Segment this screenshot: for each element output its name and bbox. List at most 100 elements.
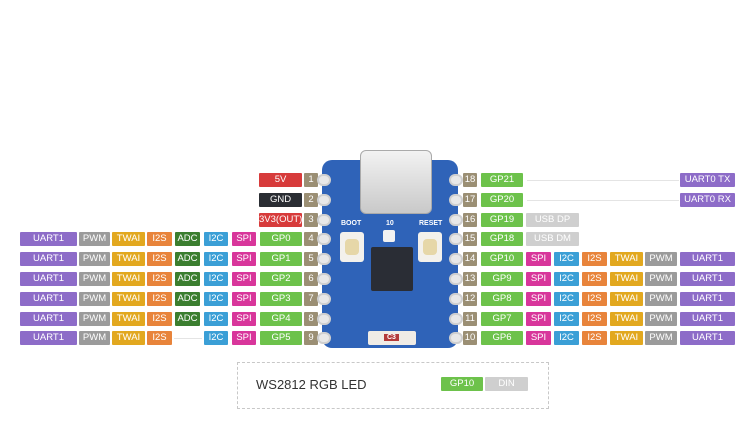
func-tag-i2s: I2S: [147, 252, 172, 267]
led-number-label: 10: [386, 220, 394, 227]
gpio-tag: GP1: [260, 252, 302, 267]
pin-pad: [449, 253, 463, 266]
pin-pad: [449, 312, 463, 325]
func-tag-pwm: PWM: [79, 311, 110, 326]
usb-c-connector: [360, 150, 432, 214]
pin-number: 18: [463, 173, 477, 187]
func-tag-uart1: UART1: [20, 331, 77, 346]
func-tag-pwm: PWM: [645, 311, 677, 326]
func-tag-spi: SPI: [232, 252, 256, 267]
pin-number: 6: [304, 272, 318, 286]
func-tag-uart1: UART1: [20, 311, 77, 326]
boot-label: BOOT: [341, 220, 362, 227]
gpio-tag: GP8: [481, 291, 523, 306]
gpio-tag: GP6: [481, 331, 523, 346]
power-tag-3v3(out): 3V3(OUT): [259, 212, 303, 227]
func-tag-uart1: UART1: [680, 331, 735, 346]
func-tag-adc: ADC: [175, 232, 200, 247]
func-tag-twai: TWAI: [610, 252, 643, 267]
pin-pad: [317, 213, 331, 226]
pin-pad: [449, 213, 463, 226]
func-tag-i2c: I2C: [204, 331, 228, 346]
func-tag-i2s: I2S: [582, 291, 607, 306]
pin-number: 11: [463, 311, 477, 326]
func-tag-pwm: PWM: [79, 252, 110, 267]
gpio-tag: GP20: [481, 192, 523, 207]
func-tag-spi: SPI: [232, 331, 256, 346]
func-tag-pwm: PWM: [645, 252, 677, 267]
func-tag-pwm: PWM: [79, 272, 110, 286]
func-tag-i2c: I2C: [204, 311, 228, 326]
pin-pad: [317, 273, 331, 285]
pin-number: 8: [304, 311, 318, 326]
pin-number: 17: [463, 192, 477, 207]
power-tag-5v: 5V: [259, 173, 302, 187]
func-tag-adc: ADC: [175, 291, 200, 306]
func-tag-i2c: I2C: [554, 252, 579, 267]
pin-number: 14: [463, 252, 477, 267]
reset-button: [418, 232, 442, 262]
gpio-tag: GP2: [260, 272, 302, 286]
func-tag-pwm: PWM: [645, 291, 677, 306]
func-tag-i2s: I2S: [147, 311, 172, 326]
connector-line: [527, 180, 679, 181]
pin-number: 7: [304, 291, 318, 306]
ceramic-antenna: C3: [368, 331, 416, 345]
func-tag-i2s: I2S: [147, 232, 172, 247]
func-tag-i2s: I2S: [582, 331, 607, 346]
func-tag-pwm: PWM: [79, 331, 110, 346]
func-tag-i2c: I2C: [204, 291, 228, 306]
func-tag-spi: SPI: [526, 311, 551, 326]
gpio-tag: GP10: [481, 252, 523, 267]
func-tag-spi: SPI: [232, 311, 256, 326]
pin-pad: [317, 312, 331, 325]
led-legend-box: WS2812 RGB LED: [237, 362, 549, 409]
uart0-tag: UART0 RX: [680, 192, 735, 207]
pin-number: 3: [304, 212, 318, 227]
pin-pad: [449, 193, 463, 206]
pin-pad: [449, 174, 463, 186]
gpio-tag: GP18: [481, 232, 523, 247]
pin-number: 9: [304, 331, 318, 346]
pin-number: 15: [463, 232, 477, 247]
func-tag-uart1: UART1: [680, 291, 735, 306]
led-gpio-tag: GP10: [441, 377, 483, 391]
func-tag-adc: ADC: [175, 252, 200, 267]
func-tag-i2c: I2C: [204, 272, 228, 286]
rgb-led: [383, 230, 395, 242]
func-tag-twai: TWAI: [112, 252, 145, 267]
gpio-tag: GP9: [481, 272, 523, 286]
boot-button: [340, 232, 364, 262]
connector-line: [174, 338, 202, 340]
pin-pad: [449, 233, 463, 246]
func-tag-i2s: I2S: [582, 252, 607, 267]
func-tag-pwm: PWM: [645, 272, 677, 286]
func-tag-i2c: I2C: [554, 272, 579, 286]
func-tag-uart1: UART1: [20, 291, 77, 306]
gpio-tag: GP5: [260, 331, 302, 346]
gpio-tag: GP3: [260, 291, 302, 306]
func-tag-pwm: PWM: [79, 291, 110, 306]
func-tag-pwm: PWM: [645, 331, 677, 346]
func-tag-spi: SPI: [232, 232, 256, 247]
func-tag-spi: SPI: [526, 252, 551, 267]
func-tag-i2s: I2S: [147, 272, 172, 286]
func-tag-adc: ADC: [175, 272, 200, 286]
func-tag-i2c: I2C: [554, 331, 579, 346]
func-tag-twai: TWAI: [112, 311, 145, 326]
func-tag-uart1: UART1: [20, 272, 77, 286]
reset-label: RESET: [419, 220, 443, 227]
led-din-tag: DIN: [485, 377, 528, 391]
func-tag-twai: TWAI: [610, 272, 643, 286]
func-tag-twai: TWAI: [112, 272, 145, 286]
uart0-tag: UART0 TX: [680, 173, 735, 187]
gpio-tag: GP19: [481, 212, 523, 227]
pin-number: 12: [463, 291, 477, 306]
pin-number: 16: [463, 212, 477, 227]
connector-line: [527, 199, 679, 201]
func-tag-uart1: UART1: [680, 272, 735, 286]
pin-pad: [317, 292, 331, 305]
pin-pad: [317, 193, 331, 206]
func-tag-pwm: PWM: [79, 232, 110, 247]
gpio-tag: GP0: [260, 232, 302, 247]
